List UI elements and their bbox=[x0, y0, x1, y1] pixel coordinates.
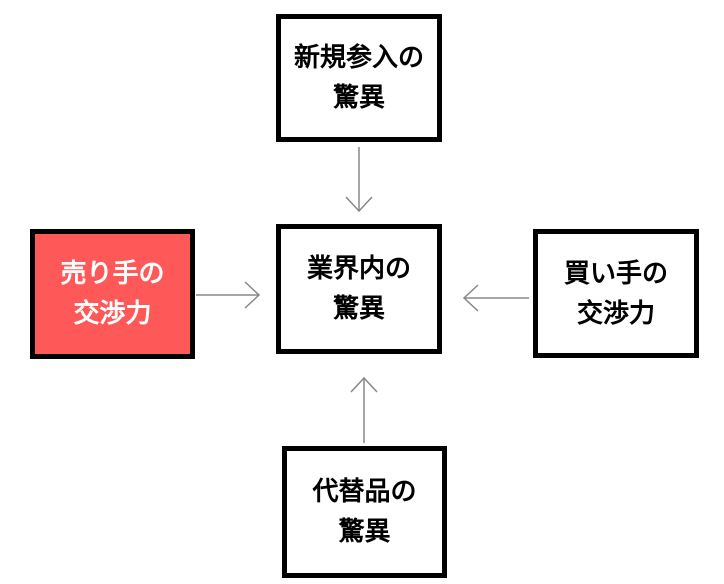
sellers-label-line1: 売り手の bbox=[60, 259, 165, 289]
substitutes-label-line2: 驚異 bbox=[338, 517, 391, 547]
new-entrants-label-line1: 新規参入の bbox=[293, 43, 424, 73]
buyers-label-line2: 交渉力 bbox=[576, 298, 655, 329]
arrow-substitutes-to-industry bbox=[350, 376, 378, 443]
substitutes-label-line1: 代替品の bbox=[312, 477, 417, 507]
substitutes-box: 代替品の 驚異 bbox=[282, 446, 447, 578]
sellers-label-line2: 交渉力 bbox=[73, 299, 152, 329]
arrow-sellers-to-industry bbox=[196, 281, 261, 309]
industry-label-line1: 業界内の bbox=[306, 254, 411, 284]
sellers-power-box: 売り手の 交渉力 bbox=[30, 229, 195, 359]
new-entrants-box: 新規参入の 驚異 bbox=[276, 14, 442, 142]
new-entrants-label-line2: 驚異 bbox=[332, 83, 385, 113]
buyers-power-box: 買い手の 交渉力 bbox=[533, 229, 699, 358]
arrow-new-entrants-to-industry bbox=[345, 147, 373, 213]
buyers-label-line1: 買い手の bbox=[563, 258, 668, 289]
industry-label-line2: 驚異 bbox=[332, 294, 385, 324]
industry-rivalry-box: 業界内の 驚異 bbox=[276, 224, 442, 354]
arrow-buyers-to-industry bbox=[462, 284, 529, 312]
